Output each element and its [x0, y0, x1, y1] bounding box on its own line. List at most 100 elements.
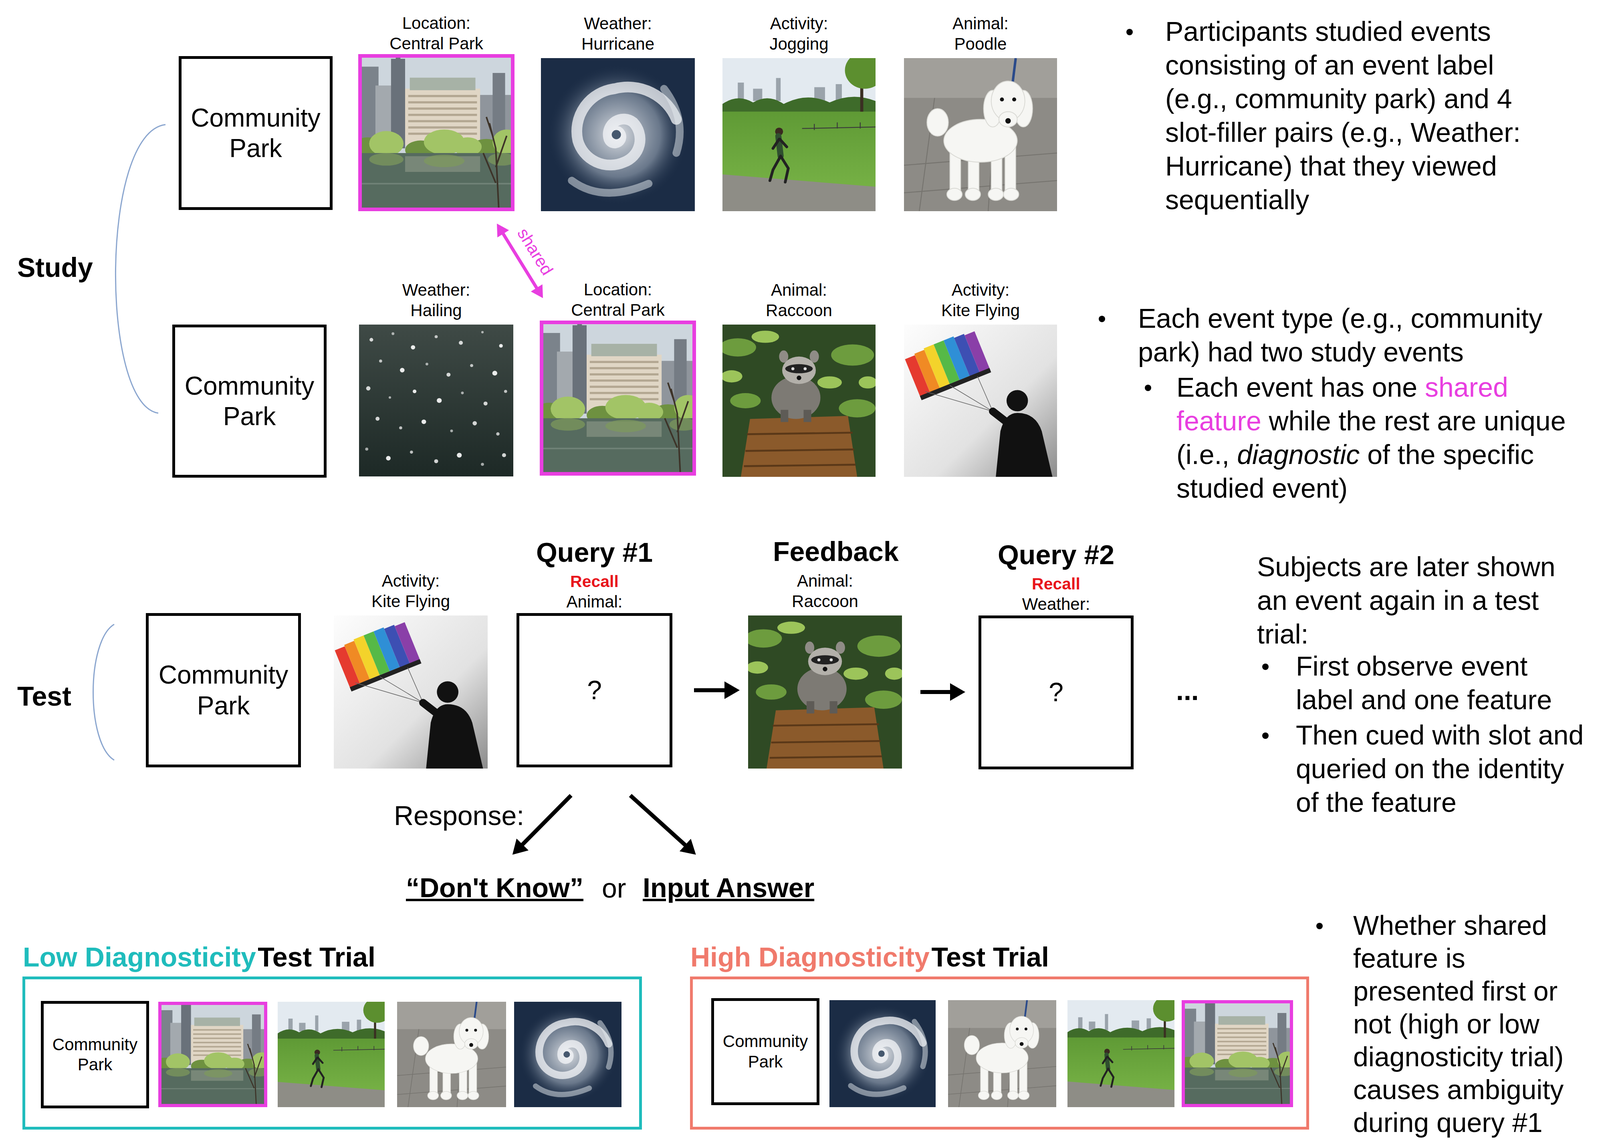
heading-stack: Low Diagnosticity Test Trial	[22, 940, 376, 974]
photo-hurricane	[829, 1000, 936, 1108]
bullet-dot	[1262, 732, 1269, 739]
node-text: Location: Central Park	[565, 279, 670, 321]
photo-hurricane	[514, 1001, 622, 1108]
node-text: Animal: Raccoon	[772, 570, 878, 612]
bullet-dot	[1316, 922, 1323, 930]
node-text: Weather: Hurricane	[565, 13, 670, 55]
bullet-dot	[1098, 315, 1106, 323]
slot-filler-tile: Location: Central Park	[539, 320, 697, 476]
heading-stack: Weather: Hailing	[384, 280, 489, 321]
bullet-text: diagnostic	[1236, 439, 1360, 470]
node-text: Community Park	[717, 1031, 814, 1072]
node-text: “Don't Know”	[405, 872, 584, 903]
photo-kite-flying	[333, 615, 488, 769]
node-text: Query #2	[972, 538, 1141, 572]
photo-poodle	[948, 1000, 1057, 1108]
bullet-text: Whether shared feature is presented firs…	[1353, 909, 1564, 1138]
heading-stack: Weather: Hurricane	[565, 13, 670, 55]
node-text: Activity: Kite Flying	[368, 570, 454, 612]
node-text: Community Park	[178, 370, 321, 432]
arrow-head	[530, 284, 543, 299]
photo-jogging	[277, 997, 392, 1108]
node-text: Feedback	[772, 535, 878, 569]
bullet-text: Each event type (e.g., community park) h…	[1137, 302, 1543, 368]
photo-jogging	[1067, 995, 1181, 1108]
arrow-head	[679, 838, 697, 855]
heading-stack: High Diagnosticity Test Trial	[690, 940, 1050, 974]
bullet-dot	[1144, 384, 1152, 392]
event-label-box: Community Park	[178, 56, 333, 210]
heading-stack: Animal: Raccoon	[746, 280, 852, 321]
photo-central-park	[533, 320, 703, 476]
slot-filler-tile: Activity: Kite Flying	[903, 324, 1058, 477]
photo-poodle	[903, 58, 1058, 212]
node-text: Location: Central Park	[384, 13, 489, 54]
response-label: Response:	[393, 798, 525, 832]
section-label: Study	[17, 250, 93, 284]
event-label-box: Community Park	[172, 324, 327, 478]
photo-kite-flying	[903, 324, 1058, 477]
bullet-paragraph: Each event has one shared feature while …	[1176, 370, 1574, 505]
event-label-box: Community Park	[40, 1000, 150, 1109]
node-text: ?	[1048, 676, 1064, 709]
photo-poodle	[397, 1001, 507, 1108]
node-text: Recall	[510, 571, 679, 592]
query-box: Query #1RecallAnimal:?	[516, 613, 673, 768]
ellipsis-label: ...	[1176, 673, 1199, 707]
connector-line	[920, 690, 954, 695]
node-text: Query #1	[510, 536, 679, 569]
arrow-head	[512, 838, 529, 855]
bullet-text: First observe event label and one featur…	[1295, 650, 1552, 715]
arrow-head	[496, 223, 509, 238]
connector-line	[520, 795, 571, 847]
node-text: Animal: Raccoon	[746, 280, 852, 321]
response-option: Input Answer	[642, 871, 815, 905]
node-text: Animal: Poodle	[928, 13, 1033, 55]
heading-stack: Location: Central Park	[565, 279, 670, 321]
edge-label: shared	[512, 224, 557, 279]
bullet-text: Participants studied events consisting o…	[1165, 16, 1521, 215]
photo-raccoon	[744, 615, 904, 769]
node-text: Weather:	[972, 594, 1141, 615]
node-text: Test Trial	[931, 941, 1050, 973]
node-text: ?	[587, 674, 602, 707]
heading-stack: Location: Central Park	[384, 13, 489, 54]
arrow-head	[724, 681, 740, 700]
heading-stack: Query #2RecallWeather:	[972, 538, 1141, 615]
slot-filler-tile: Weather: Hailing	[359, 324, 514, 477]
bullet-text: Each event has one	[1176, 371, 1418, 403]
heading-stack: Animal: Poodle	[928, 13, 1033, 55]
connector	[694, 681, 740, 700]
trial-panel: Low Diagnosticity Test TrialCommunity Pa…	[22, 976, 642, 1130]
bullet-paragraph: Whether shared feature is presented firs…	[1353, 908, 1590, 1139]
slot-filler-tile: Animal: Raccoon	[722, 324, 876, 477]
query-box: Query #2RecallWeather:?	[978, 615, 1134, 770]
photo-raccoon	[719, 324, 877, 477]
heading-stack: Activity: Jogging	[746, 13, 852, 55]
slot-filler-tile: Weather: Hurricane	[540, 58, 695, 212]
node-text: Input Answer	[642, 872, 815, 903]
bullet-text: Then cued with slot and queried on the i…	[1295, 719, 1584, 818]
node-text: Recall	[972, 574, 1141, 594]
connector-line	[630, 795, 688, 848]
connector	[630, 795, 697, 855]
shared-highlight	[159, 1003, 266, 1106]
photo-hurricane	[540, 58, 695, 212]
bullet-paragraph: First observe event label and one featur…	[1295, 649, 1591, 717]
bullet-paragraph: Each event type (e.g., community park) h…	[1137, 301, 1571, 369]
shared-highlight	[1183, 1001, 1292, 1106]
slot-filler-tile: Location: Central Park	[358, 54, 515, 212]
feedback-tile: FeedbackAnimal: Raccoon	[748, 615, 902, 769]
bullet-paragraph: Participants studied events consisting o…	[1165, 14, 1534, 217]
event-label-box: Community Park	[145, 613, 301, 768]
heading-stack: Activity: Kite Flying	[368, 570, 454, 612]
photo-central-park	[351, 54, 521, 212]
node-text: Community Park	[184, 102, 327, 164]
arrow-head	[950, 683, 966, 701]
node-text: Community Park	[46, 1034, 144, 1076]
connector-line	[694, 688, 728, 693]
bullet-paragraph: Subjects are later shown an event again …	[1256, 549, 1589, 651]
bullet-text: Subjects are later shown an event again …	[1256, 551, 1556, 650]
node-text: Animal:	[510, 591, 679, 612]
